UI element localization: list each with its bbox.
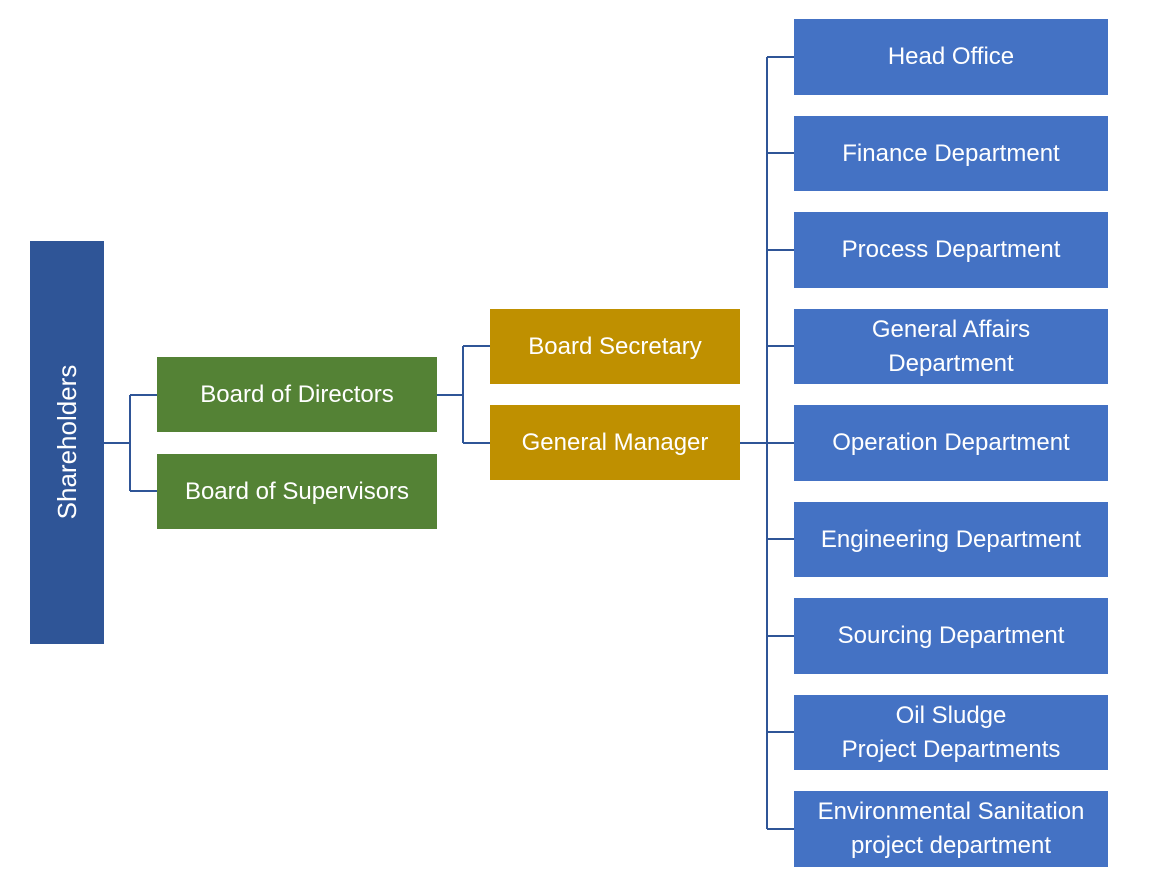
- department-label-line2: Project Departments: [841, 735, 1061, 763]
- general-manager-label: General Manager: [521, 428, 709, 456]
- shareholders-node: Shareholders: [30, 241, 104, 644]
- department-label-line1: Finance Department: [842, 139, 1060, 167]
- board-of-directors-label: Board of Directors: [200, 380, 394, 408]
- department-node: Head Office: [794, 19, 1108, 95]
- department-node: General Affairs Department: [794, 309, 1108, 384]
- department-node: Oil Sludge Project Departments: [794, 695, 1108, 770]
- board-of-supervisors-label: Board of Supervisors: [184, 477, 410, 505]
- department-node: Operation Department: [794, 405, 1108, 481]
- board-of-directors-node: Board of Directors: [157, 357, 437, 432]
- department-label-line2: Department: [888, 349, 1014, 377]
- department-label-line1: Engineering Department: [820, 525, 1082, 553]
- department-label-line1: General Affairs: [871, 315, 1031, 343]
- department-label-line1: Oil Sludge: [895, 701, 1007, 729]
- board-secretary-node: Board Secretary: [490, 309, 740, 384]
- board-secretary-label: Board Secretary: [528, 332, 702, 360]
- department-node: Engineering Department: [794, 502, 1108, 577]
- department-column: Head Office Finance Department Process D…: [794, 0, 1108, 885]
- department-label-line1: Sourcing Department: [837, 622, 1065, 649]
- department-label-line1: Operation Department: [832, 429, 1070, 456]
- board-of-supervisors-node: Board of Supervisors: [157, 454, 437, 529]
- department-node: Process Department: [794, 212, 1108, 288]
- department-node: Sourcing Department: [794, 598, 1108, 674]
- department-node: Environmental Sanitation project departm…: [794, 791, 1108, 867]
- department-node: Finance Department: [794, 116, 1108, 191]
- department-label-line1: Process Department: [841, 236, 1061, 263]
- shareholders-label: Shareholders: [52, 364, 82, 520]
- department-label-line1: Environmental Sanitation: [817, 798, 1085, 825]
- department-label-line2: project department: [850, 832, 1052, 859]
- general-manager-node: General Manager: [490, 405, 740, 480]
- department-label-line1: Head Office: [887, 43, 1015, 70]
